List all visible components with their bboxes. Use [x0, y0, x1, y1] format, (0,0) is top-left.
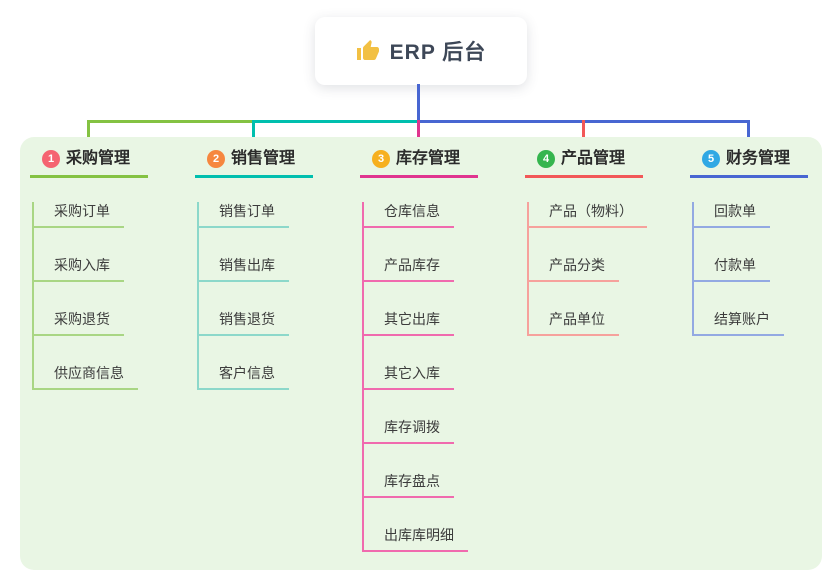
child-node[interactable]: 采购订单: [34, 202, 124, 228]
branch-title[interactable]: 5 财务管理: [690, 148, 808, 178]
branch-label: 财务管理: [726, 150, 791, 167]
branch-label: 库存管理: [396, 150, 461, 167]
branch-财务管理: 5 财务管理回款单付款单结算账户: [690, 148, 839, 336]
root-connector-line: [417, 84, 420, 121]
branch-产品管理: 4 产品管理产品（物料） 产品分类产品单位: [525, 148, 685, 336]
child-node[interactable]: 库存调拨: [364, 418, 454, 444]
child-node[interactable]: 回款单: [694, 202, 770, 228]
branch-label: 销售管理: [231, 150, 296, 167]
bus-segment-green: [87, 120, 252, 123]
child-node[interactable]: 仓库信息: [364, 202, 454, 228]
branch-title[interactable]: 4 产品管理: [525, 148, 643, 178]
child-node[interactable]: 采购入库: [34, 256, 124, 282]
branch-drop-line: [582, 120, 585, 149]
branch-children: 产品（物料） 产品分类产品单位: [527, 202, 685, 336]
root-node[interactable]: ERP 后台: [315, 17, 527, 85]
branch-title[interactable]: 1 采购管理: [30, 148, 148, 178]
child-node[interactable]: 供应商信息: [34, 364, 138, 390]
child-node[interactable]: 付款单: [694, 256, 770, 282]
branch-children: 采购订单采购入库采购退货供应商信息: [32, 202, 190, 390]
branch-drop-line: [87, 120, 90, 149]
branch-label: 产品管理: [561, 150, 626, 167]
branch-number-badge: 4: [537, 149, 555, 168]
branch-库存管理: 3 库存管理仓库信息产品库存其它出库其它入库库存调拨库存盘点出库库明细: [360, 148, 520, 552]
child-node[interactable]: 销售订单: [199, 202, 289, 228]
child-node[interactable]: 销售退货: [199, 310, 289, 336]
child-node[interactable]: 库存盘点: [364, 472, 454, 498]
branch-title[interactable]: 3 库存管理: [360, 148, 478, 178]
branch-drop-line: [417, 120, 420, 149]
branch-label: 采购管理: [66, 150, 131, 167]
thumbs-up-icon: [356, 39, 380, 63]
child-node[interactable]: 销售出库: [199, 256, 289, 282]
branch-number-badge: 2: [207, 149, 225, 168]
branch-children: 仓库信息产品库存其它出库其它入库库存调拨库存盘点出库库明细: [362, 202, 520, 552]
branch-title[interactable]: 2 销售管理: [195, 148, 313, 178]
child-node[interactable]: 其它出库: [364, 310, 454, 336]
child-node[interactable]: 采购退货: [34, 310, 124, 336]
child-node[interactable]: 其它入库: [364, 364, 454, 390]
child-node[interactable]: 产品库存: [364, 256, 454, 282]
branch-drop-line: [747, 120, 750, 149]
bus-segment-teal: [252, 120, 417, 123]
branch-number-badge: 5: [702, 149, 720, 168]
branch-number-badge: 1: [42, 149, 60, 168]
child-node[interactable]: 产品分类: [529, 256, 619, 282]
branch-销售管理: 2 销售管理销售订单销售出库销售退货客户信息: [195, 148, 355, 390]
branch-drop-line: [252, 120, 255, 149]
child-node[interactable]: 客户信息: [199, 364, 289, 390]
root-title: ERP 后台: [389, 41, 487, 64]
branch-children: 回款单付款单结算账户: [692, 202, 839, 336]
child-node[interactable]: 产品（物料）: [529, 202, 647, 228]
branch-children: 销售订单销售出库销售退货客户信息: [197, 202, 355, 390]
branch-number-badge: 3: [372, 149, 390, 168]
child-node[interactable]: 出库库明细: [364, 526, 468, 552]
child-node[interactable]: 产品单位: [529, 310, 619, 336]
child-node[interactable]: 结算账户: [694, 310, 784, 336]
branch-采购管理: 1 采购管理采购订单采购入库采购退货供应商信息: [30, 148, 190, 390]
